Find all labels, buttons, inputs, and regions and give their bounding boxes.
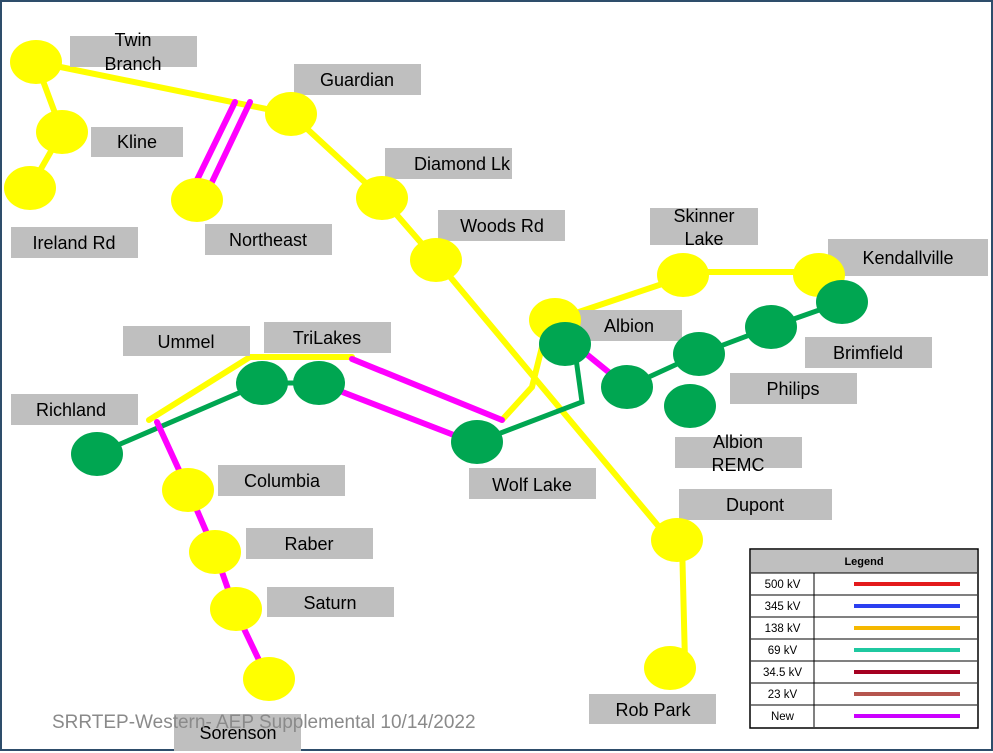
label-box-albion-remc [675, 437, 802, 468]
label-kendallville: Kendallville [862, 248, 953, 268]
node-diamond-lk [356, 176, 408, 220]
label-trilakes: TriLakes [293, 328, 361, 348]
label-box-wolf-lake [469, 468, 596, 499]
label-ireland-rd: Ireland Rd [32, 233, 115, 253]
node-trilakes-a [236, 361, 288, 405]
label-northeast: Northeast [229, 230, 307, 250]
node-saturn [210, 587, 262, 631]
label-box-ireland-rd [11, 227, 138, 258]
label-box-rob-park [589, 694, 716, 724]
label-sorenson: Sorenson [199, 723, 276, 743]
label-box-saturn [267, 587, 394, 617]
line-philips-brimfield-kendallville [624, 299, 845, 390]
line-richland-trilakes [94, 380, 265, 457]
node-dupont [651, 518, 703, 562]
label-box-kline [91, 127, 183, 157]
label-guardian: Guardian [320, 70, 394, 90]
line-new-northeast-a [193, 99, 238, 185]
footer-text: SRRTEP-Western- AEP Supplemental 10/14/2… [52, 712, 476, 733]
label-woods-rd: Woods Rd [460, 216, 544, 236]
label-box-trilakes [264, 322, 391, 353]
label-box-sorenson [174, 714, 301, 751]
label-box-ummel [123, 326, 250, 356]
node-albion-green [539, 322, 591, 366]
label-raber: Raber [284, 534, 333, 554]
label-dupont: Dupont [726, 495, 784, 515]
label-box-richland [11, 394, 138, 425]
node-northeast [171, 178, 223, 222]
line-new-northeast-b [209, 99, 253, 185]
node-raber [189, 530, 241, 574]
label-box-columbia [218, 465, 345, 496]
label-box-brimfield [805, 337, 932, 368]
label-box-guardian [294, 64, 421, 95]
node-trilakes-b [293, 361, 345, 405]
legend-item-label: 500 kV [765, 579, 801, 591]
node-kline [36, 110, 88, 154]
label-box-twin-branch [70, 36, 197, 67]
node-columbia [162, 468, 214, 512]
label-ummel: Ummel [158, 332, 215, 352]
nodes-green [71, 280, 868, 476]
label-albion-remc-line2: REMC [712, 455, 765, 475]
label-wolf-lake: Wolf Lake [492, 475, 572, 495]
legend-item-label: New [771, 711, 795, 723]
label-box-northeast [205, 224, 332, 255]
label-albion-remc-line1: Albion [713, 432, 763, 452]
node-woods-rd [410, 238, 462, 282]
node-wolf-lake [451, 420, 503, 464]
label-box-philips [730, 373, 857, 404]
node-richland [71, 432, 123, 476]
label-philips: Philips [766, 379, 819, 399]
legend-item-label: 34.5 kV [763, 667, 802, 679]
label-texts: Twin Branch Guardian Kline Ireland Rd No… [32, 30, 953, 720]
label-columbia: Columbia [244, 471, 321, 491]
node-philips [601, 365, 653, 409]
node-albion-remc-green [673, 332, 725, 376]
label-box-woods-rd [438, 210, 565, 241]
line-new-trilakes-wolflake-b [316, 380, 475, 445]
label-boxes [11, 36, 988, 751]
label-box-albion [576, 310, 682, 341]
label-skinner-lake-line1: Skinner [673, 206, 734, 226]
label-box-kendallville [828, 239, 988, 276]
label-box-raber [246, 528, 373, 559]
label-albion: Albion [604, 316, 654, 336]
legend-item-label: 345 kV [765, 601, 801, 613]
label-kline: Kline [117, 132, 157, 152]
label-box-diamond-lk [385, 148, 512, 179]
node-rob-park [644, 646, 696, 690]
node-brimfield [745, 305, 797, 349]
label-box-skinner-lake [650, 208, 758, 245]
node-kendallville-green [816, 280, 868, 324]
line-guardian-wolflake-path [288, 111, 673, 543]
legend-title: Legend [844, 556, 883, 568]
label-box-dupont [679, 489, 832, 520]
node-sorenson [243, 657, 295, 701]
line-twinbranch-guardian [33, 59, 294, 117]
label-skinner-lake-line2: Lake [684, 229, 723, 249]
label-rob-park: Rob Park [615, 700, 691, 720]
node-guardian [265, 92, 317, 136]
node-twin-branch [10, 40, 62, 84]
legend-item-label: 138 kV [765, 623, 801, 635]
legend-header [751, 550, 977, 573]
node-albion-remc [664, 384, 716, 428]
label-twin-branch-line2: Branch [104, 54, 161, 74]
line-dupont-robpark [679, 539, 688, 665]
node-ireland-rd [4, 166, 56, 210]
node-skinner-lake [657, 253, 709, 297]
label-richland: Richland [36, 400, 106, 420]
legend-item-label: 23 kV [768, 689, 798, 701]
legend: Legend 500 kV 345 kV 138 kV 69 kV 34.5 kV 23 … [749, 548, 979, 729]
line-ummel-trilakes-138 [146, 354, 355, 423]
line-new-trilakes-wolflake-a [349, 356, 505, 423]
label-brimfield: Brimfield [833, 343, 903, 363]
label-twin-branch-line1: Twin [114, 30, 151, 50]
legend-item-label: 69 kV [768, 645, 798, 657]
label-saturn: Saturn [303, 593, 356, 613]
label-diamond-lk: Diamond Lk [414, 154, 511, 174]
